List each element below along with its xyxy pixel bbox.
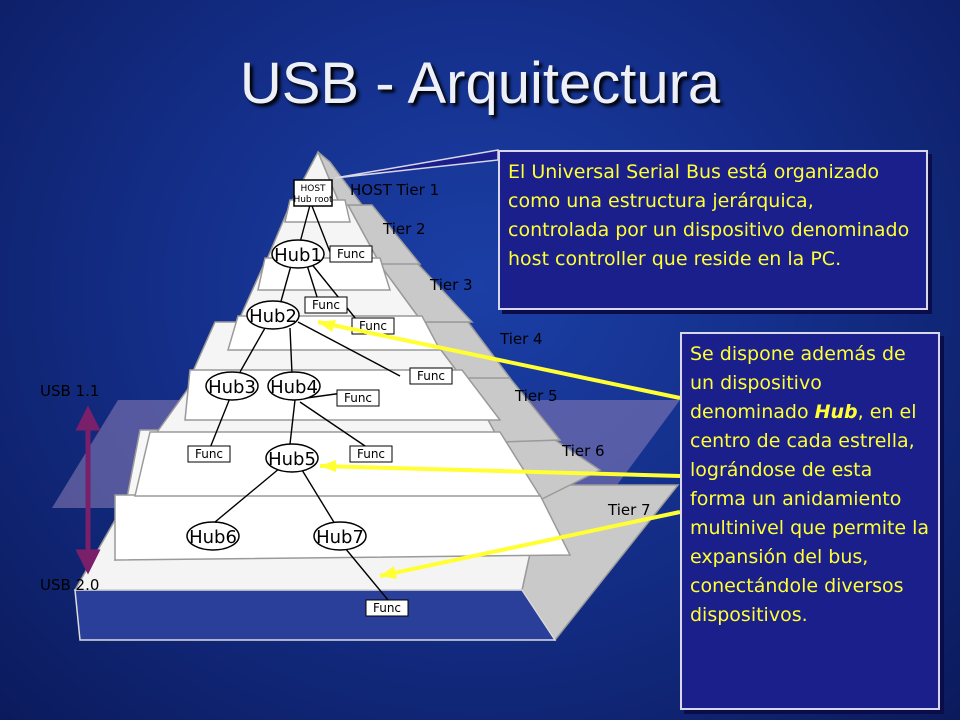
hub-1-label: Hub1: [274, 245, 322, 266]
tier-5-front: [134, 431, 542, 497]
func-label-3: Func: [359, 319, 387, 333]
callout-pointers: [317, 149, 681, 579]
func-label-4: Func: [417, 369, 445, 383]
host-controller-callout-text: El Universal Serial Bus está organizado …: [508, 161, 910, 270]
func-node-7: [349, 445, 393, 463]
host-controller-callout: El Universal Serial Bus está organizado …: [498, 150, 928, 310]
hub-description-callout: Se dispone además de un dispositivo deno…: [680, 332, 940, 710]
hub-7-label: Hub7: [316, 527, 364, 548]
tier-1-label: HOST Tier 1: [350, 181, 439, 199]
usb-version-range: USB 1.1 USB 2.0: [40, 382, 101, 594]
func-pointer-arrow: [379, 510, 681, 578]
hub-callout-text-end: , en el centro de cada estrella, logránd…: [690, 401, 930, 626]
hub-4-node: [267, 371, 321, 401]
slide-title: USB - Arquitectura: [239, 51, 721, 116]
func-node-1: [329, 245, 373, 263]
func-node-5: [336, 389, 380, 407]
hub-callout-text-start: Se dispone además de un dispositivo deno…: [690, 343, 906, 423]
func-label-5: Func: [344, 391, 372, 405]
hub-3-node: [205, 371, 259, 401]
tier-2-label: Tier 2: [382, 220, 426, 238]
hub-callout-emphasis: Hub: [814, 401, 858, 423]
function-nodes: Func Func Func Func Func Func Func Func: [187, 245, 453, 617]
hub2-pointer-arrow: [317, 320, 681, 400]
func-label-6: Func: [195, 447, 223, 461]
hub-2-label: Hub2: [249, 306, 297, 327]
host-hub-root-label: Hub root: [293, 195, 333, 205]
hub-1-node: [271, 239, 325, 269]
host-label: HOST: [300, 184, 326, 194]
func-label-7: Func: [357, 447, 385, 461]
hub-2-node: [246, 300, 300, 330]
tier-7-label: Tier 7: [607, 501, 651, 519]
tier-4-label: Tier 4: [499, 330, 543, 348]
func-label-8: Func: [373, 601, 401, 615]
hub-6-label: Hub6: [189, 527, 237, 548]
hub-5-node: [265, 443, 319, 473]
tier-7-floor: [74, 589, 557, 641]
hub5-pointer-arrow: [319, 464, 681, 478]
hub-nodes: Hub1 Hub2 Hub3 Hub4 Hub5 Hub6 Hub7: [186, 239, 367, 551]
tier-5-label: Tier 5: [514, 387, 558, 405]
hub-6-node: [186, 521, 240, 551]
func-label-1: Func: [337, 247, 365, 261]
tier-labels: HOST Tier 1 Tier 2 Tier 3 Tier 4 Tier 5 …: [350, 181, 651, 519]
host-pointer: [334, 149, 499, 179]
tier-6-label: Tier 6: [561, 442, 605, 460]
func-node-4: [409, 367, 453, 385]
func-label-2: Func: [312, 298, 340, 312]
usb-2-0-label: USB 2.0: [40, 576, 99, 594]
host-root-hub: HOST Hub root: [293, 179, 333, 207]
func-node-8: [365, 599, 409, 617]
hub-5-label: Hub5: [268, 449, 316, 470]
func-node-6: [187, 445, 231, 463]
hub-3-label: Hub3: [208, 377, 256, 398]
hub-7-node: [313, 521, 367, 551]
func-node-2: [304, 296, 348, 314]
usb-1-1-label: USB 1.1: [40, 382, 99, 400]
tier-3-label: Tier 3: [429, 276, 473, 294]
hub-4-label: Hub4: [270, 377, 318, 398]
